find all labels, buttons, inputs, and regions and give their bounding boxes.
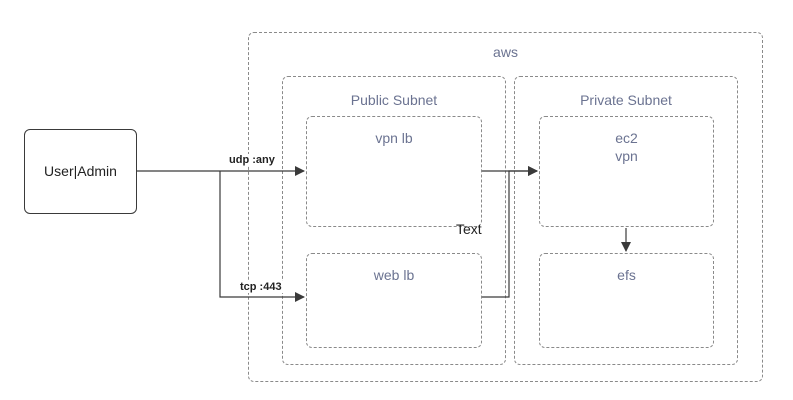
user-admin-label: User|Admin	[44, 163, 117, 179]
floating-text-label: Text	[456, 221, 482, 237]
tcp-edge-label: tcp :443	[239, 281, 283, 293]
vpn-lb-label: vpn lb	[375, 130, 413, 146]
user-admin-node[interactable]	[24, 129, 137, 214]
udp-edge-label: udp :any	[228, 154, 276, 166]
public-subnet-label: Public Subnet	[350, 92, 438, 108]
ec2-label: ec2	[615, 130, 638, 146]
ec2-vpn-label: vpn	[615, 148, 638, 164]
vpn-lb-node[interactable]	[306, 116, 482, 227]
web-lb-node[interactable]	[306, 253, 482, 348]
aws-label: aws	[493, 44, 518, 60]
web-lb-label: web lb	[373, 267, 415, 283]
private-subnet-label: Private Subnet	[580, 92, 672, 108]
efs-label: efs	[617, 267, 636, 283]
ec2-vpn-node[interactable]	[539, 116, 714, 227]
efs-node[interactable]	[539, 253, 714, 348]
